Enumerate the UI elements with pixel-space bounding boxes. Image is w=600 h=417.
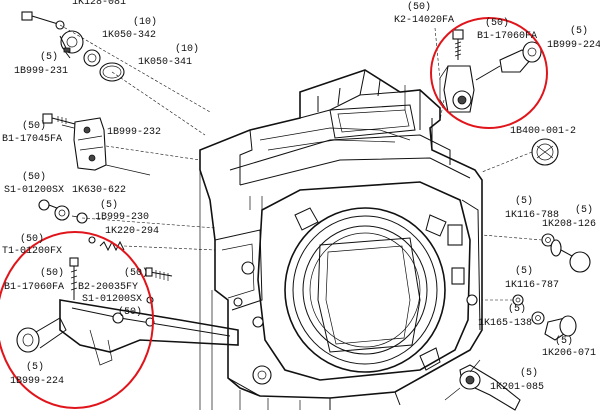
label-1k630-622: 1K630-622 xyxy=(72,185,127,196)
label-s1-01200sx: S1-01200SX xyxy=(4,185,65,196)
label-1k165-138: 1K165-138 xyxy=(478,318,533,329)
label-qty-t1-01200fx: (50) xyxy=(20,234,45,245)
label-1k050-342: 1K050-342 xyxy=(102,30,157,41)
highlight-circle-left xyxy=(0,231,154,409)
label-qty-b2-20035fy: (50) xyxy=(124,268,149,279)
label-1k220-294: 1K220-294 xyxy=(105,226,160,237)
label-qty-1k050-341: (10) xyxy=(175,44,200,55)
label-qty-1b999-224-left: (5) xyxy=(26,362,45,373)
label-1k206-071: 1K206-071 xyxy=(542,348,597,359)
label-b1-17060fa-left: B1-17060FA xyxy=(4,282,65,293)
label-qty-1k116-787: (5) xyxy=(515,266,534,277)
label-qty-1b999-230: (5) xyxy=(100,200,119,211)
label-qty-1k050-342: (10) xyxy=(133,17,158,28)
label-qty-b1-17060fa-left: (50) xyxy=(40,268,65,279)
label-qty-1b999-224-right: (5) xyxy=(570,26,589,37)
label-qty-1k116-788: (5) xyxy=(515,196,534,207)
label-qty-b1-17045fa: (50) xyxy=(22,121,47,132)
label-qty-k2-14020fa: (50) xyxy=(407,2,432,13)
right-top-parts xyxy=(434,27,559,173)
label-qty-1b999-231: (5) xyxy=(40,52,59,63)
label-1k201-085: 1K201-085 xyxy=(490,382,545,393)
label-1b400-001-2: 1B400-001-2 xyxy=(510,126,577,137)
label-b2-20035fy: B2-20035FY xyxy=(78,282,139,293)
label-qty-1k206-071: (5) xyxy=(555,336,574,347)
label-1k050-341: 1K050-341 xyxy=(138,57,193,68)
right-lower-parts xyxy=(444,233,591,411)
label-1b999-224-left: 1B999-224 xyxy=(10,376,65,387)
label-1b999-232: 1B999-232 xyxy=(107,127,162,138)
left-top-parts xyxy=(21,11,216,252)
label-1k208-126: 1K208-126 xyxy=(542,219,597,230)
camera-body-frame xyxy=(199,69,483,410)
label-k2-14020fa: K2-14020FA xyxy=(394,15,455,26)
label-s1-01200sx-2: S1-01200SX xyxy=(82,294,143,305)
strap-lug-assembly xyxy=(16,257,239,366)
label-1k128-081: 1K128-081 xyxy=(72,0,127,8)
label-1b999-231: 1B999-231 xyxy=(14,66,69,77)
label-qty-1k201-085: (5) xyxy=(520,368,539,379)
label-1k116-787: 1K116-787 xyxy=(505,280,560,291)
label-qty-1k208-126: (5) xyxy=(575,205,594,216)
label-b1-17060fa-right: B1-17060FA xyxy=(477,31,538,42)
label-1b999-224-right: 1B999-224 xyxy=(547,40,600,51)
label-t1-01200fx: T1-01200FX xyxy=(2,246,63,257)
label-1b999-230: 1B999-230 xyxy=(95,212,150,223)
label-qty-s1-01200sx-2: (50) xyxy=(118,307,143,318)
label-qty-b1-17060fa-right: (50) xyxy=(485,18,510,29)
label-qty-s1-01200sx: (50) xyxy=(22,172,47,183)
label-1k116-788: 1K116-788 xyxy=(505,210,560,221)
highlight-circle-right xyxy=(430,17,548,129)
label-b1-17045fa: B1-17045FA xyxy=(2,134,63,145)
label-qty-1k165-138: (5) xyxy=(508,304,527,315)
